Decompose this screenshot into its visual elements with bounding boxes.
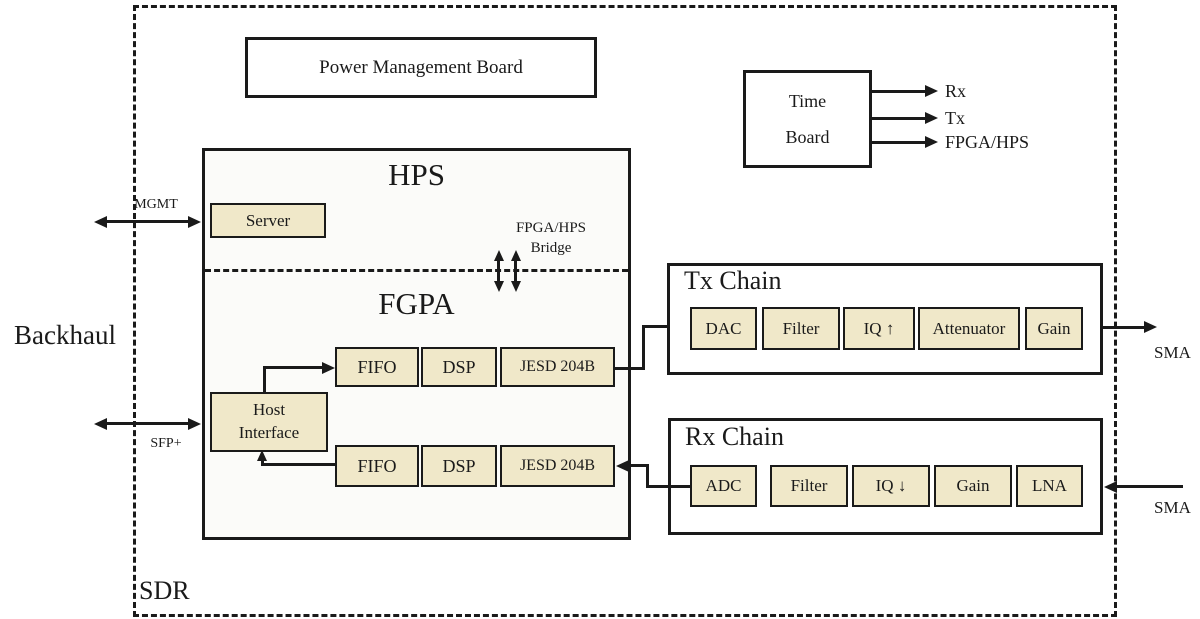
rx-chain-gain-label: Gain: [956, 476, 990, 495]
bridge-arrow-2-line: [514, 258, 517, 284]
sfp-line: [106, 422, 194, 425]
rx-chain-adc-block: ADC: [690, 465, 757, 507]
host-to-fifo-vline: [263, 366, 266, 393]
mgmt-label: MGMT: [134, 197, 178, 212]
rx-chain-filter-block: Filter: [770, 465, 848, 507]
backhaul-label: Backhaul: [14, 320, 116, 350]
time-board-label-line1: Time: [788, 90, 827, 111]
tx-to-sma-line: [1102, 326, 1146, 329]
tx-chain-attenuator-label: Attenuator: [932, 318, 1006, 338]
tx-chain-dac-block: DAC: [690, 307, 757, 350]
bridge-label-line2: Bridge: [530, 240, 572, 257]
hps-region-label: HPS: [388, 157, 445, 192]
tx-chain-gain-label: Gain: [1037, 318, 1071, 338]
rx-sma-label: SMA: [1154, 498, 1191, 517]
power-management-board: Power Management Board: [245, 37, 597, 98]
host-to-fifo-hline: [263, 366, 325, 369]
jesd-to-tx-hline1: [614, 367, 645, 370]
bridge-arrow-2-up: [511, 250, 521, 261]
rx-chain-iq-down-label: IQ ↓: [875, 476, 907, 495]
time-fpgahps-arrowhead: [925, 136, 938, 148]
bridge-arrow-1-up: [494, 250, 504, 261]
tx-chain-iq-up-label: IQ ↑: [863, 318, 895, 338]
time-fpgahps-line: [870, 141, 926, 144]
tx-to-sma-arrowhead: [1144, 321, 1157, 333]
rx-to-jesd-vline: [646, 464, 649, 488]
sfp-arrowhead-right: [188, 418, 201, 430]
time-rx-arrowhead: [925, 85, 938, 97]
fpga-region-label: FGPA: [378, 286, 455, 321]
tx-chain-iq-up-block: IQ ↑: [843, 307, 915, 350]
host-interface-block: Host Interface: [210, 392, 328, 452]
bridge-label-line1: FPGA/HPS: [515, 220, 587, 236]
sma-to-rx-line: [1116, 485, 1183, 488]
time-tx-line: [870, 117, 926, 120]
tx-path-dsp-label: DSP: [442, 356, 476, 377]
rx-path-jesd-block: JESD 204B: [500, 445, 615, 487]
rx-chain-title: Rx Chain: [685, 422, 784, 451]
server-label: Server: [245, 210, 291, 230]
tx-chain-dac-label: DAC: [705, 318, 742, 338]
host-to-fifo-arrowhead: [322, 362, 335, 374]
tx-path-dsp-block: DSP: [421, 347, 497, 387]
time-tx-arrowhead: [925, 112, 938, 124]
server-block: Server: [210, 203, 326, 238]
time-fpgahps-label: FPGA/HPS: [945, 132, 1030, 152]
tx-path-fifo-label: FIFO: [357, 356, 397, 377]
rx-path-dsp-block: DSP: [421, 445, 497, 487]
tx-chain-filter-label: Filter: [782, 318, 820, 338]
rx-to-jesd-hline1: [648, 485, 691, 488]
rx-path-jesd-label: JESD 204B: [519, 457, 596, 474]
sdr-label: SDR: [139, 576, 190, 605]
rx-to-jesd-arrowhead: [616, 460, 629, 472]
rx-chain-lna-label: LNA: [1032, 476, 1067, 495]
mgmt-arrowhead-right: [188, 216, 201, 228]
tx-chain-filter-block: Filter: [762, 307, 840, 350]
power-management-board-label: Power Management Board: [319, 56, 523, 78]
mgmt-arrowhead-left: [94, 216, 107, 228]
time-rx-label: Rx: [945, 81, 967, 101]
tx-chain-title: Tx Chain: [684, 266, 782, 295]
time-board-label-line2: Board: [785, 126, 830, 147]
rx-path-fifo-block: FIFO: [335, 445, 419, 487]
sfp-label: SFP+: [150, 436, 182, 451]
tx-path-jesd-label: JESD 204B: [519, 358, 596, 375]
rx-path-dsp-label: DSP: [442, 455, 476, 476]
sfp-arrowhead-left: [94, 418, 107, 430]
rx-to-jesd-hline2: [629, 464, 649, 467]
rx-chain-gain-block: Gain: [934, 465, 1012, 507]
hps-fpga-divider: [205, 269, 628, 272]
fifo-to-host-vline: [261, 460, 264, 466]
tx-chain-attenuator-block: Attenuator: [918, 307, 1020, 350]
tx-path-jesd-block: JESD 204B: [500, 347, 615, 387]
jesd-to-tx-hline2: [642, 325, 676, 328]
jesd-to-tx-vline: [642, 325, 645, 370]
time-tx-label: Tx: [945, 108, 965, 128]
sdr-dashed-boundary: [133, 5, 1117, 617]
tx-path-fifo-block: FIFO: [335, 347, 419, 387]
bridge-arrow-1-down: [494, 281, 504, 292]
mgmt-line: [106, 220, 194, 223]
bridge-arrow-1-line: [497, 258, 500, 284]
tx-chain-gain-block: Gain: [1025, 307, 1083, 350]
bridge-arrow-2-down: [511, 281, 521, 292]
bridge-label: FPGA/HPS Bridge: [500, 218, 602, 259]
time-board: Time Board: [743, 70, 872, 168]
rx-chain-iq-down-block: IQ ↓: [852, 465, 930, 507]
host-interface-label-line2: Interface: [238, 423, 300, 442]
rx-path-fifo-label: FIFO: [357, 455, 397, 476]
rx-chain-lna-block: LNA: [1016, 465, 1083, 507]
time-rx-line: [870, 90, 926, 93]
host-interface-label-line1: Host: [252, 400, 286, 420]
rx-chain-filter-label: Filter: [790, 476, 828, 495]
fifo-to-host-hline: [261, 463, 337, 466]
tx-sma-label: SMA: [1154, 343, 1191, 362]
sma-to-rx-arrowhead: [1104, 481, 1117, 493]
fifo-to-host-arrowhead: [257, 450, 267, 461]
rx-chain-adc-label: ADC: [705, 476, 742, 495]
